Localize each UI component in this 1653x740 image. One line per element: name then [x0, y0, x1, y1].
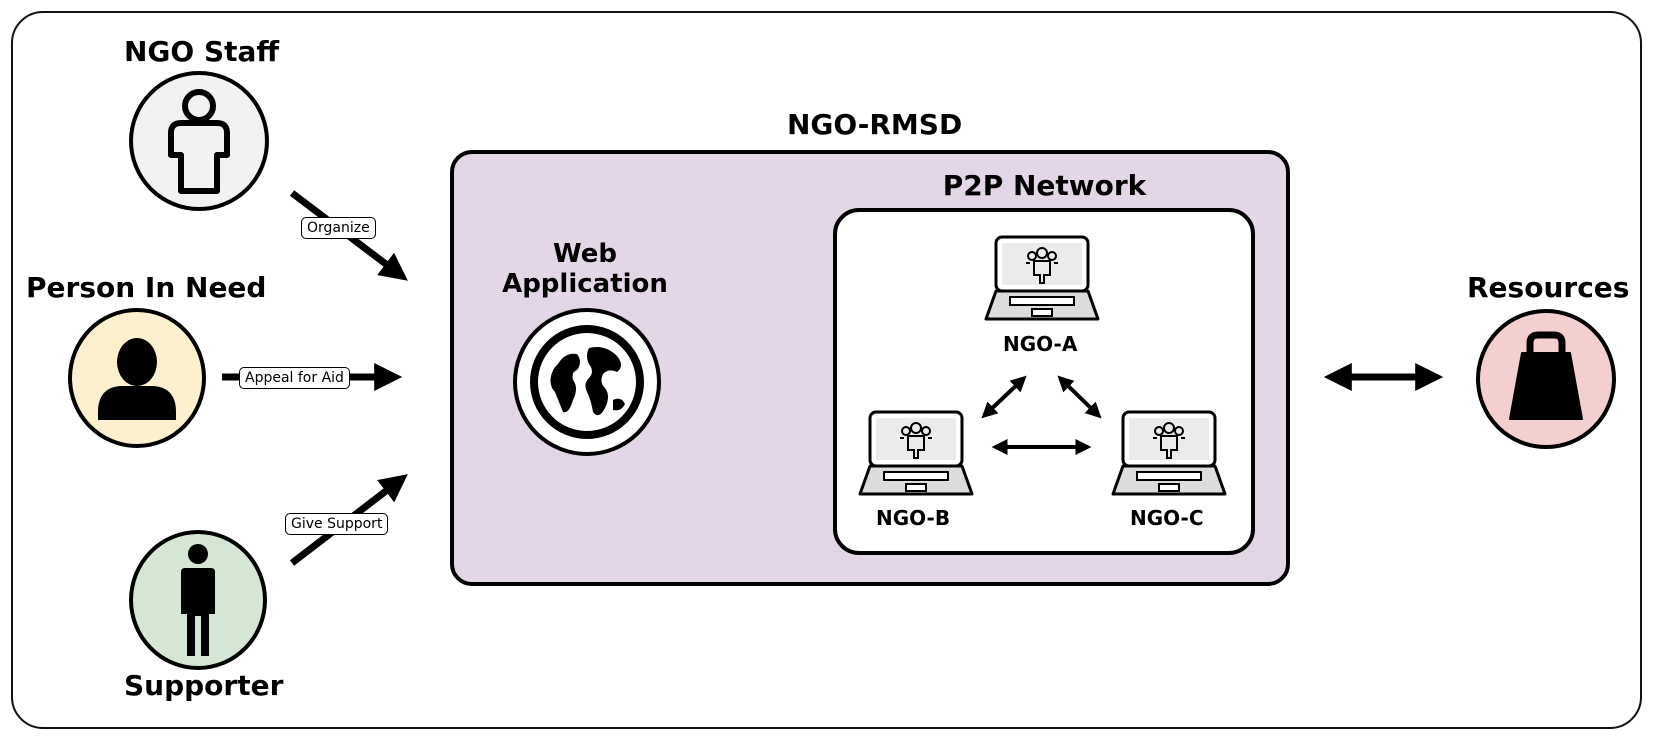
web-app-label: Web Application [502, 239, 668, 299]
give-support-edge-label: Give Support [285, 513, 389, 535]
appeal-edge-label: Appeal for Aid [239, 367, 350, 389]
ngo-staff-label: NGO Staff [124, 35, 280, 68]
link-a-b [981, 375, 1027, 419]
system-title: NGO-RMSD [787, 108, 963, 141]
person-outline-icon [168, 89, 230, 194]
ngo-a-label: NGO-A [1003, 332, 1078, 356]
web-app-node [513, 308, 661, 456]
person-in-need-label: Person In Need [26, 271, 267, 304]
organize-edge-label: Organize [301, 217, 376, 239]
link-a-c [1057, 375, 1102, 419]
globe-icon [530, 325, 644, 439]
supporter-label: Supporter [124, 669, 284, 702]
laptop-b-icon [858, 410, 974, 496]
ngo-b-label: NGO-B [876, 506, 951, 530]
supporter-node [129, 530, 267, 670]
person-silhouette-icon [98, 338, 176, 420]
resources-node [1476, 309, 1616, 449]
laptop-c-icon [1111, 410, 1227, 496]
standing-person-icon [181, 544, 215, 656]
p2p-title: P2P Network [942, 169, 1147, 202]
resources-label: Resources [1467, 271, 1630, 304]
ngo-staff-node [129, 71, 269, 211]
laptop-a-icon [984, 235, 1100, 321]
ngo-c-label: NGO-C [1130, 506, 1204, 530]
weight-bag-icon [1509, 331, 1583, 420]
person-in-need-node [68, 308, 206, 448]
